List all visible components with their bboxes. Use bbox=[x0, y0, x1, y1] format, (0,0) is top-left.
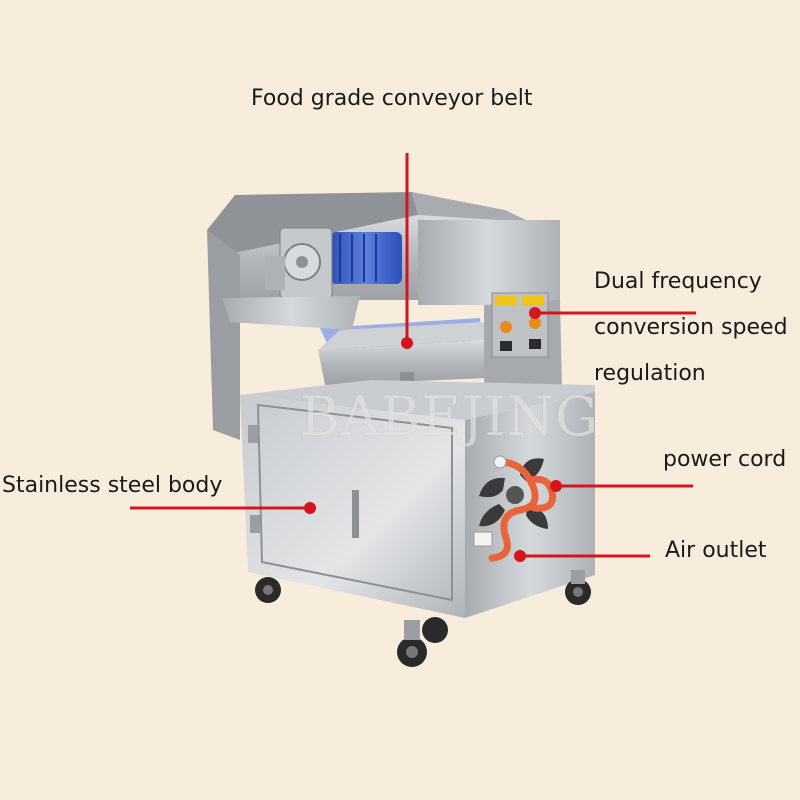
callout-lines bbox=[130, 153, 696, 562]
watermark: BABEJING bbox=[300, 385, 600, 448]
speed-knob-right-icon bbox=[529, 317, 541, 329]
label-air-outlet: Air outlet bbox=[665, 538, 767, 563]
speed-knob-left-icon bbox=[500, 321, 512, 333]
cabinet-door bbox=[256, 403, 453, 602]
label-speed-regulation-line3: regulation bbox=[594, 361, 706, 386]
label-speed-regulation-line2: conversion speed bbox=[594, 315, 788, 340]
label-speed-regulation-line1: Dual frequency bbox=[594, 269, 762, 294]
power-cord bbox=[473, 455, 557, 562]
label-stainless-body: Stainless steel body bbox=[2, 473, 223, 498]
control-panel bbox=[491, 292, 549, 358]
label-conveyor-belt: Food grade conveyor belt bbox=[251, 86, 533, 111]
feed-tray bbox=[222, 296, 488, 385]
door-handle-icon bbox=[352, 490, 359, 538]
left-side-panel bbox=[207, 230, 240, 440]
label-power-cord: power cord bbox=[663, 447, 787, 472]
roller-assembly bbox=[265, 227, 333, 299]
caster-wheels bbox=[255, 570, 591, 667]
